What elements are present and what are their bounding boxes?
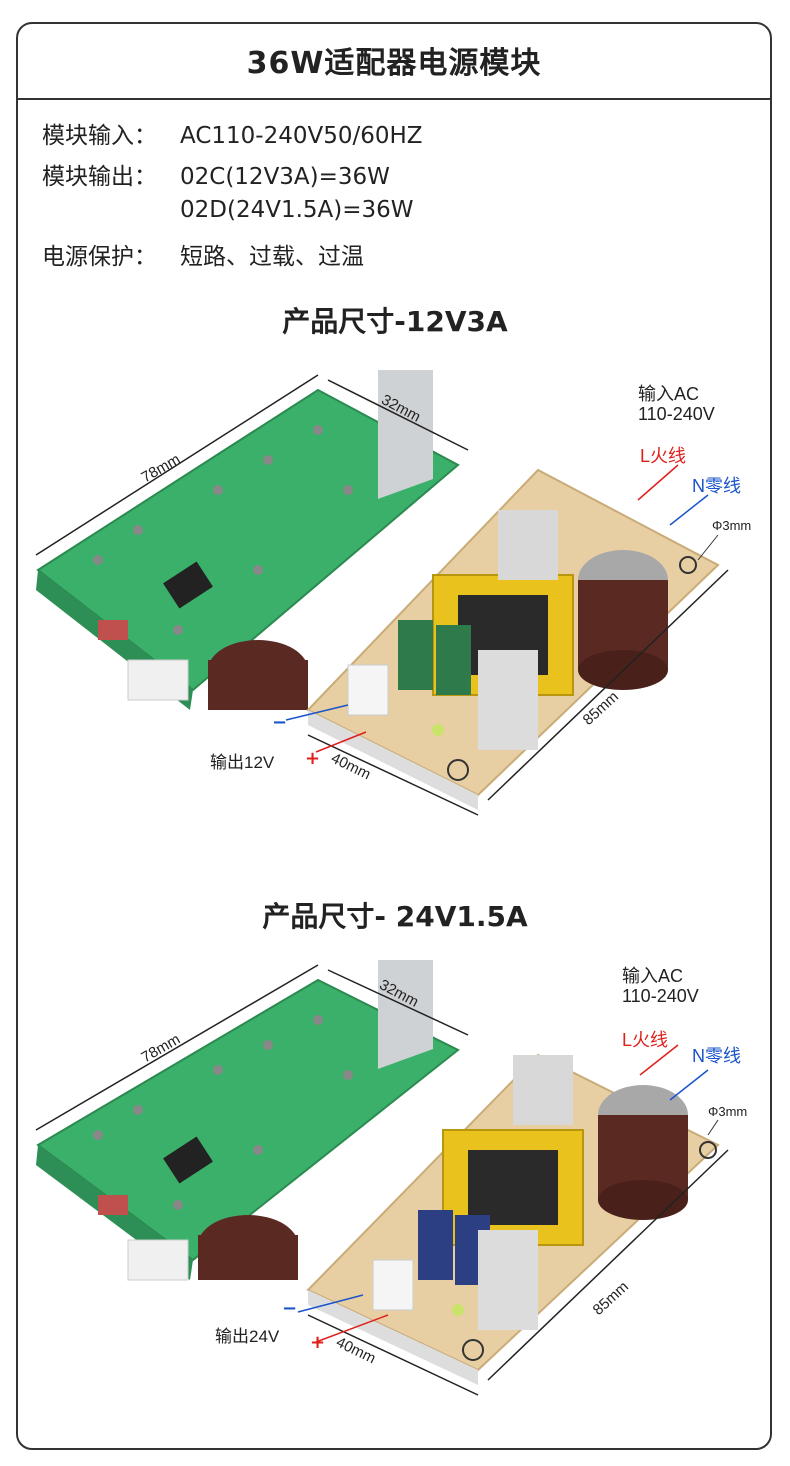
- spec-input: 模块输入： AC110-240V50/60HZ: [42, 116, 423, 150]
- spec-protect-value: 短路、过载、过温: [180, 244, 364, 270]
- minus-pointer: [285, 704, 349, 721]
- spec-output-2: 02D(24V1.5A)=36W: [42, 197, 414, 223]
- s2-plus: +: [310, 1332, 326, 1353]
- dim-line-32: [327, 379, 469, 451]
- s1-hole: Φ3mm: [712, 518, 752, 533]
- s1-input-label-2: 110-240V: [638, 404, 715, 424]
- section2-title: 产品尺寸- 24V1.5A: [262, 900, 528, 933]
- dim-line-40: [307, 1314, 479, 1396]
- s2-input-label-2: 110-240V: [622, 986, 699, 1006]
- spec-output-value-1: 02C(12V3A)=36W: [180, 164, 390, 190]
- dim-line-85: [487, 1149, 729, 1381]
- hole-pointer: [707, 1119, 719, 1136]
- s1-minus: −: [272, 712, 288, 733]
- spec-protect: 电源保护： 短路、过载、过温: [42, 237, 364, 271]
- s2-input-label-1: 输入AC: [622, 966, 684, 986]
- dim-line-85: [487, 569, 729, 801]
- beige-pcb: [306, 1053, 720, 1385]
- page-title: 36W适配器电源模块: [246, 46, 542, 81]
- s2-output: 输出24V: [215, 1327, 280, 1346]
- spec-input-value: AC110-240V50/60HZ: [180, 123, 423, 149]
- dim-line-78: [35, 374, 319, 556]
- s2-hole: Φ3mm: [708, 1104, 748, 1119]
- hole-pointer: [697, 534, 719, 561]
- dim-line-32: [327, 969, 469, 1036]
- minus-pointer: [297, 1294, 364, 1313]
- dim-line-78: [35, 964, 319, 1131]
- s2-minus: −: [282, 1298, 298, 1319]
- dim-line-40: [307, 734, 479, 816]
- s1-input-label-1: 输入AC: [638, 384, 700, 404]
- s2-n-wire: N零线: [692, 1046, 741, 1066]
- spec-output: 模块输出： 02C(12V3A)=36W: [42, 157, 390, 191]
- plus-pointer: [315, 1314, 389, 1343]
- spec-protect-label: 电源保护：: [42, 244, 157, 270]
- green-pcb: [36, 960, 460, 1281]
- spec-input-label: 模块输入：: [42, 123, 157, 149]
- outer-frame: [16, 22, 772, 1450]
- title-bar: 36W适配器电源模块: [16, 22, 772, 100]
- green-pcb: [36, 370, 460, 710]
- spec-output-label: 模块输出：: [42, 164, 157, 190]
- s1-n-wire: N零线: [692, 476, 741, 496]
- s2-l-wire: L火线: [622, 1030, 669, 1050]
- product-photo-24v: [35, 960, 729, 1396]
- s1-plus: +: [305, 748, 321, 769]
- l-wire-pointer: [637, 464, 679, 501]
- product-photo-12v: [35, 370, 729, 816]
- s1-output: 输出12V: [210, 753, 275, 772]
- n-wire-pointer: [669, 1069, 709, 1101]
- l-wire-pointer: [639, 1044, 679, 1076]
- spec-output-value-2: 02D(24V1.5A)=36W: [180, 197, 414, 223]
- section1-title: 产品尺寸-12V3A: [282, 305, 508, 338]
- plus-pointer: [315, 731, 367, 753]
- beige-pcb: [306, 468, 720, 810]
- s1-l-wire: L火线: [640, 446, 687, 466]
- n-wire-pointer: [669, 494, 709, 526]
